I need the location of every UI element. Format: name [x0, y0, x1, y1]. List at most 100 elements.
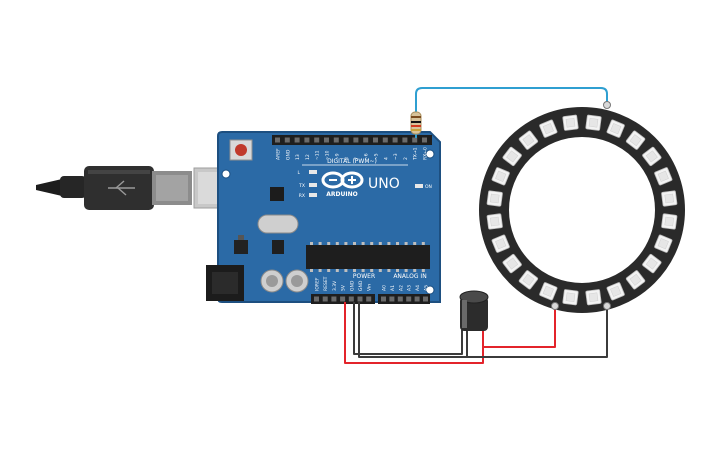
header-pin-hole[interactable]: [333, 137, 339, 143]
header-pin-hole[interactable]: [412, 137, 418, 143]
header-pin-hole[interactable]: [314, 296, 319, 302]
power-header-label: POWER: [353, 273, 375, 280]
header-pin-hole[interactable]: [284, 137, 290, 143]
chip-pin: [370, 242, 374, 245]
chip-pin: [404, 242, 408, 245]
arduino-infinity-logo-icon: [321, 171, 364, 189]
neopixel-led: [661, 190, 678, 207]
header-pin-hole[interactable]: [343, 137, 349, 143]
header-pin-hole[interactable]: [366, 296, 372, 302]
header-pin-hole[interactable]: [314, 137, 320, 143]
header-pin-hole[interactable]: [353, 137, 359, 143]
header-pin-hole[interactable]: [340, 296, 346, 302]
pin-label: 4: [383, 157, 389, 160]
pin-label: TX→1: [413, 147, 419, 161]
header-pin-hole[interactable]: [348, 296, 354, 302]
pin-label: A0: [382, 285, 388, 291]
crystal-oscillator: [257, 214, 299, 234]
pin-label: 8: [344, 157, 350, 160]
electrolytic-capacitor-icon[interactable]: [459, 290, 489, 357]
header-pin-hole[interactable]: [331, 296, 337, 302]
neopixel-led: [654, 234, 673, 253]
chip-pin: [413, 242, 417, 245]
header-pin-hole[interactable]: [397, 296, 403, 302]
neopixel-led: [539, 119, 558, 138]
wire-5v-to-ring[interactable]: [483, 307, 556, 348]
chip-pin: [413, 269, 417, 272]
pin-label: ~5: [374, 153, 380, 160]
neopixel-led: [486, 213, 503, 230]
header-pin-hole[interactable]: [381, 296, 386, 302]
wire-data-to-ring[interactable]: [415, 87, 608, 138]
atmega-chip: [306, 242, 430, 272]
header-pin-hole[interactable]: [423, 296, 428, 302]
neopixel-led: [518, 270, 539, 290]
header-pin-hole[interactable]: [304, 137, 310, 143]
chip-pin: [421, 269, 425, 272]
neopixel-led: [491, 167, 510, 186]
pin-label: GND: [285, 149, 291, 160]
pin-label: A3: [407, 285, 413, 291]
led-l-label: L: [297, 170, 300, 176]
wire-gnd-to-ring[interactable]: [467, 307, 608, 358]
pin-label: 3.3V: [332, 280, 338, 291]
chip-pin: [310, 269, 313, 272]
power-jack[interactable]: [206, 265, 244, 301]
pin-label: 12: [305, 154, 311, 160]
chip-pin: [396, 242, 399, 245]
analog-header: [378, 294, 430, 304]
regulator: [234, 240, 248, 254]
resistor-icon[interactable]: [410, 111, 422, 135]
header-pin-hole[interactable]: [402, 137, 408, 143]
header-pin-hole[interactable]: [392, 137, 398, 143]
neopixel-led: [654, 167, 673, 186]
header-pin-hole[interactable]: [294, 137, 300, 143]
chip-pin: [378, 269, 382, 272]
neopixel-led: [642, 253, 662, 274]
chip-pin: [370, 269, 374, 272]
chip-pin: [404, 269, 408, 272]
pin-label: A1: [390, 285, 396, 291]
pin-label: A4: [415, 285, 421, 291]
board-brand: ARDUINO: [326, 191, 357, 198]
chip-pin: [353, 269, 356, 272]
neopixel-led: [606, 119, 625, 138]
header-pin-hole[interactable]: [275, 137, 280, 143]
led-tx-label: TX: [298, 183, 305, 189]
led-on-label: ON: [425, 184, 432, 190]
reset-button[interactable]: [229, 139, 253, 161]
pin-label: GND: [349, 280, 355, 291]
wire-gnd-to-capacitor[interactable]: [353, 302, 463, 355]
neopixel-led: [642, 146, 662, 167]
header-pin-hole[interactable]: [414, 296, 420, 302]
neopixel-led: [502, 253, 522, 274]
pin-label: 2: [403, 157, 409, 160]
header-pin-hole[interactable]: [422, 137, 427, 143]
header-pin-hole[interactable]: [324, 137, 329, 143]
chip-pin: [335, 269, 339, 272]
header-pin-hole[interactable]: [373, 137, 378, 143]
wire-5v-to-capacitor[interactable]: [344, 302, 484, 364]
pin-label: ~6: [364, 153, 370, 160]
pin-label: ~3: [393, 153, 399, 160]
header-pin-hole[interactable]: [406, 296, 412, 302]
header-pin-hole[interactable]: [357, 296, 363, 302]
header-pin-hole[interactable]: [382, 137, 388, 143]
neopixel-ring[interactable]: [479, 101, 685, 313]
chip-pin: [344, 269, 348, 272]
pin-label: ~9: [334, 153, 340, 160]
pin-label: A5: [424, 285, 430, 291]
wire-gnd-2[interactable]: [358, 302, 467, 358]
chip-pin: [344, 242, 348, 245]
usb-cable-icon[interactable]: [36, 166, 235, 210]
header-pin-hole[interactable]: [389, 296, 395, 302]
header-pin-hole[interactable]: [363, 137, 369, 143]
header-pin-hole[interactable]: [322, 296, 328, 302]
usb-chip: [270, 187, 284, 201]
neopixel-led: [486, 190, 503, 207]
board-model: UNO: [368, 176, 400, 192]
pin-label: RX←0: [423, 147, 429, 160]
